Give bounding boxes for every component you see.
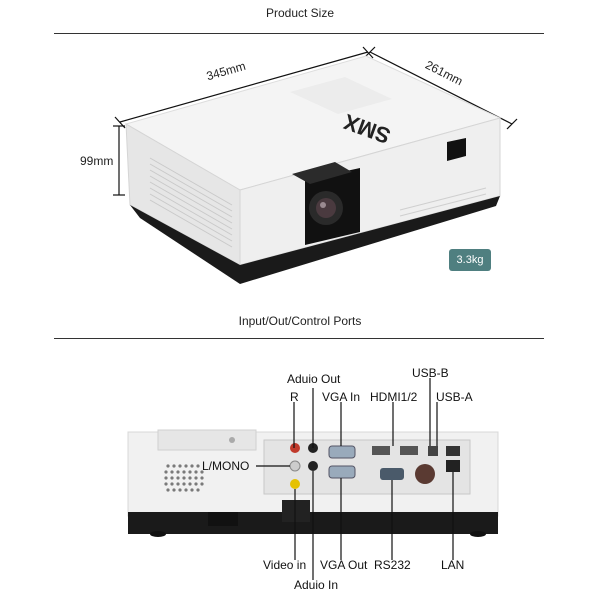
vga-out-port: [328, 465, 356, 479]
callout-lines: [256, 378, 454, 580]
usb-a-label: USB-A: [436, 390, 473, 404]
vga-in-label: VGA In: [322, 390, 361, 404]
power-socket: [282, 500, 310, 522]
usb-a-port: [446, 446, 460, 456]
product-size-divider: [54, 33, 544, 34]
audio-out-label: Aduio Out: [287, 372, 341, 386]
depth-dimension-line: [369, 51, 513, 125]
usb-b-port: [428, 446, 438, 456]
audio-r-port: [290, 443, 300, 453]
r-label: R: [290, 390, 299, 404]
weight-badge: 3.3kg: [449, 249, 491, 271]
hdmi-label: HDMI1/2: [370, 390, 418, 404]
ports-divider: [54, 338, 544, 339]
vga-out-label: VGA Out: [320, 558, 368, 572]
dimension-lines: [113, 46, 518, 196]
product-size-title: Product Size: [265, 6, 335, 20]
projector-top-view: [124, 55, 502, 284]
height-label: 99mm: [80, 154, 114, 168]
l-mono-label: L/MONO: [202, 459, 250, 473]
audio-in-port: [308, 461, 318, 471]
rs232-label: RS232: [374, 558, 411, 572]
ir-sensor: [447, 138, 466, 161]
hdmi-1-port: [372, 446, 390, 455]
video-in-port: [290, 479, 300, 489]
hdmi-2-port: [400, 446, 418, 455]
lan-port: [446, 460, 460, 472]
video-in-label: Video in: [263, 558, 307, 572]
ports-title: Input/Out/Control Ports: [238, 314, 362, 328]
rs232-port: [380, 468, 404, 480]
audio-in-label: Aduio In: [294, 578, 339, 592]
lan-label: LAN: [441, 558, 465, 572]
power-knob: [415, 464, 435, 484]
usb-b-label: USB-B: [412, 366, 449, 380]
vga-in-port: [328, 445, 356, 459]
length-dimension-line: [119, 51, 369, 123]
audio-l-port: [289, 460, 301, 472]
speaker-grille: [164, 464, 204, 492]
